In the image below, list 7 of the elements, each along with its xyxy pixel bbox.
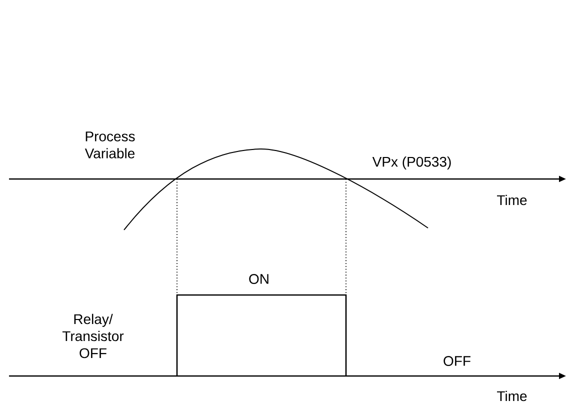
state-label: ON (249, 274, 268, 284)
axis-label: Process Variable (84, 132, 135, 158)
state-label: OFF (444, 356, 470, 366)
axis-label: Time (497, 194, 527, 206)
axis-label: Relay/ Transistor OFF (62, 314, 124, 358)
threshold-label: VPx (P0533) (372, 156, 451, 170)
axis-label: Time (497, 390, 527, 402)
